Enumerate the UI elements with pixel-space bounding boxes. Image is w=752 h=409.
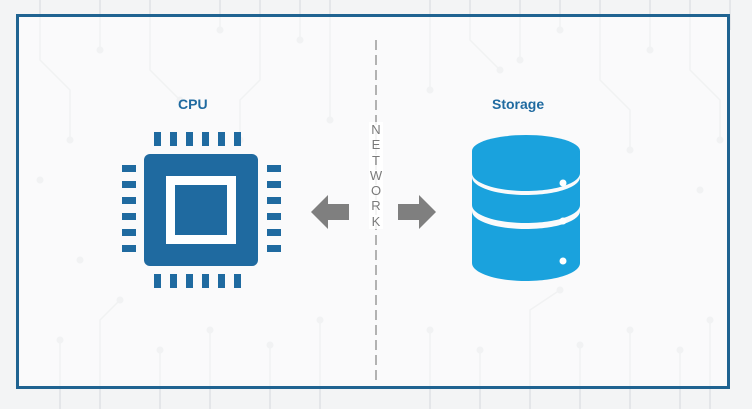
cpu-label: CPU (178, 96, 208, 112)
storage-label: Storage (492, 96, 545, 112)
arrow-left-icon (311, 195, 349, 229)
diagram-frame (16, 14, 730, 389)
database-icon (472, 135, 580, 281)
cpu-chip-icon (122, 132, 281, 288)
arrow-right-icon (398, 195, 436, 229)
network-label: NETWORK (369, 122, 383, 230)
